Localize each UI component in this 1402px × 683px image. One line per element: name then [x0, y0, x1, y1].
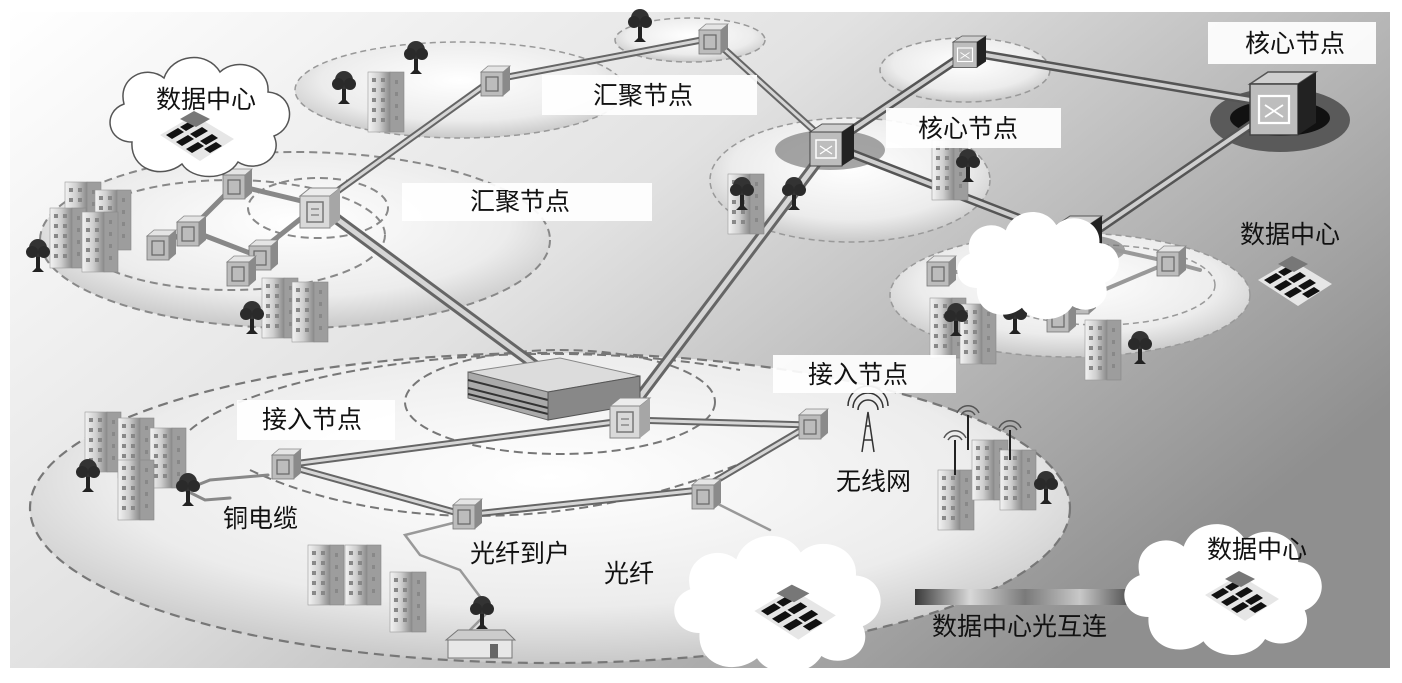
access-switch[interactable]: [226, 255, 257, 287]
label-core-node-top-right: 核心节点: [1208, 22, 1376, 64]
aggregation-switch[interactable]: [222, 168, 253, 200]
label-copper-cable: 铜电缆: [223, 504, 298, 533]
link-access-ring: [284, 416, 823, 519]
aggregation-switch-left[interactable]: [299, 187, 341, 229]
label-wireless-network: 无线网: [836, 467, 911, 496]
central-office-building: [467, 357, 641, 421]
label-data-center-right: 数据中心: [1240, 220, 1340, 249]
svg-text:汇聚节点: 汇聚节点: [470, 187, 570, 216]
access-switch[interactable]: [1156, 245, 1187, 277]
link-core-to-aggregation: [314, 34, 834, 209]
label-aggregation-node-left: 汇聚节点: [402, 183, 652, 221]
access-switch-wireless[interactable]: [798, 408, 829, 440]
cloud-icon: [957, 211, 1119, 320]
label-aggregation-node-top: 汇聚节点: [542, 75, 757, 115]
label-access-node-left: 接入节点: [237, 400, 395, 440]
optical-interconnect-bar: [915, 589, 1135, 605]
label-dc-optical-interconnect: 数据中心光互连: [932, 612, 1107, 641]
svg-text:接入节点: 接入节点: [808, 360, 908, 389]
data-center-top-left: 数据中心: [109, 56, 291, 178]
core-switch-center[interactable]: [809, 123, 855, 167]
svg-text:接入节点: 接入节点: [262, 405, 362, 434]
data-center-right: 数据中心: [957, 211, 1340, 320]
access-hub-switch[interactable]: [609, 397, 651, 439]
label-core-node-center: 核心节点: [886, 108, 1061, 148]
core-switch-top-right[interactable]: [1248, 70, 1318, 137]
buildings-bottom-left-cluster: [76, 411, 517, 659]
aggregation-switch-top-far[interactable]: [698, 23, 729, 55]
signal-waves-icon: [943, 405, 1022, 441]
access-switch[interactable]: [926, 255, 957, 287]
label-data-center-top-left: 数据中心: [156, 85, 256, 114]
house-icon: [444, 629, 517, 659]
svg-text:汇聚节点: 汇聚节点: [593, 81, 693, 110]
aggregation-switch-top[interactable]: [480, 65, 511, 97]
access-switch[interactable]: [691, 478, 722, 510]
svg-text:核心节点: 核心节点: [918, 114, 1018, 143]
access-switch-fiber[interactable]: [452, 498, 483, 530]
data-center-bottom-center: [674, 535, 881, 673]
label-data-center-bottom-right: 数据中心: [1207, 535, 1307, 564]
core-switch-top[interactable]: [952, 35, 987, 69]
aggregation-switch[interactable]: [176, 215, 207, 247]
label-access-node-center: 接入节点: [773, 355, 956, 393]
access-switch-copper[interactable]: [271, 448, 302, 480]
buildings-wireless-cluster: [937, 405, 1058, 531]
data-center-bottom-right: 数据中心: [915, 524, 1322, 655]
antenna-icon: [954, 415, 1011, 475]
label-fiber-to-home: 光纤到户: [470, 539, 570, 568]
svg-text:核心节点: 核心节点: [1245, 29, 1345, 58]
label-fiber: 光纤: [604, 559, 654, 588]
access-switch[interactable]: [146, 229, 177, 261]
